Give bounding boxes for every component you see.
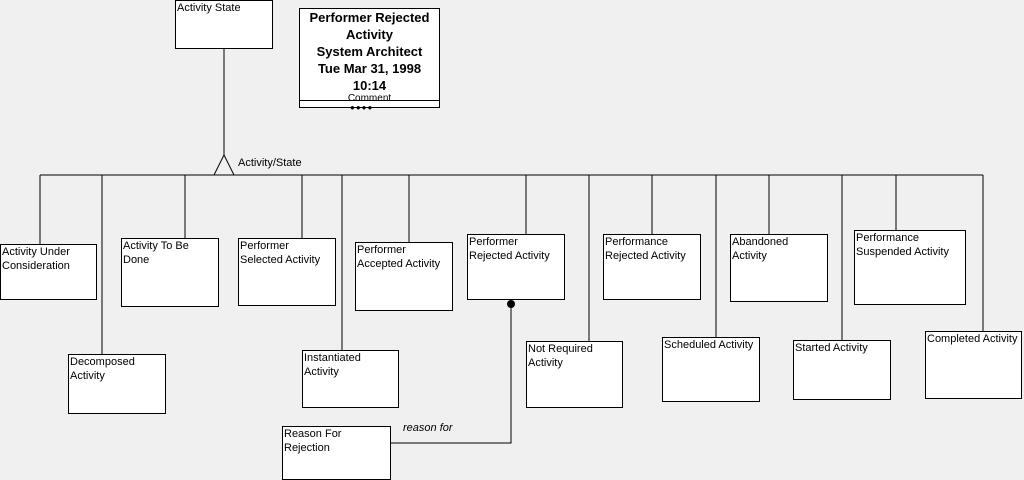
entity-instantiated-activity[interactable]: Instantiated Activity: [302, 350, 399, 408]
ellipsis-dots-icon: ●●●●: [350, 103, 374, 112]
title-line-3: System Architect: [316, 44, 423, 59]
comment-label: Comment: [347, 93, 392, 104]
diagram-title-box[interactable]: Performer Rejected Activity System Archi…: [299, 8, 440, 112]
entity-started-activity[interactable]: Started Activity: [793, 340, 891, 400]
entity-performer-rejected-activity[interactable]: Performer Rejected Activity: [467, 234, 565, 300]
entity-scheduled-activity[interactable]: Scheduled Activity: [662, 337, 760, 402]
title-line-2: Activity: [346, 27, 393, 42]
entity-activity-state[interactable]: Activity State: [175, 0, 273, 49]
title-line-1: Performer Rejected: [309, 10, 430, 25]
relationship-line: [390, 304, 512, 444]
entity-performance-rejected-activity[interactable]: Performance Rejected Activity: [603, 234, 701, 300]
entity-completed-activity[interactable]: Completed Activity: [925, 331, 1022, 399]
entity-abandoned-activity[interactable]: Abandoned Activity: [730, 234, 828, 302]
relationship-many-dot: [507, 300, 515, 308]
entity-performer-selected-activity[interactable]: Performer Selected Activity: [238, 238, 336, 306]
entity-reason-for-rejection[interactable]: Reason For Rejection: [282, 426, 391, 480]
entity-decomposed-activity[interactable]: Decomposed Activity: [68, 354, 166, 414]
title-line-5: 10:14: [352, 78, 387, 93]
entity-performance-suspended-activity[interactable]: Performance Suspended Activity: [854, 230, 966, 305]
entity-activity-to-be-done[interactable]: Activity To Be Done: [121, 238, 219, 307]
comment-divider: [300, 100, 439, 101]
entity-not-required-activity[interactable]: Not Required Activity: [526, 341, 623, 408]
category-symbol: [213, 153, 235, 176]
title-line-4: Tue Mar 31, 1998: [317, 61, 422, 76]
category-label: Activity/State: [238, 157, 302, 169]
relationship-label: reason for: [403, 422, 453, 434]
entity-performer-accepted-activity[interactable]: Performer Accepted Activity: [355, 242, 453, 311]
entity-activity-under-consideration[interactable]: Activity Under Consideration: [0, 244, 97, 300]
